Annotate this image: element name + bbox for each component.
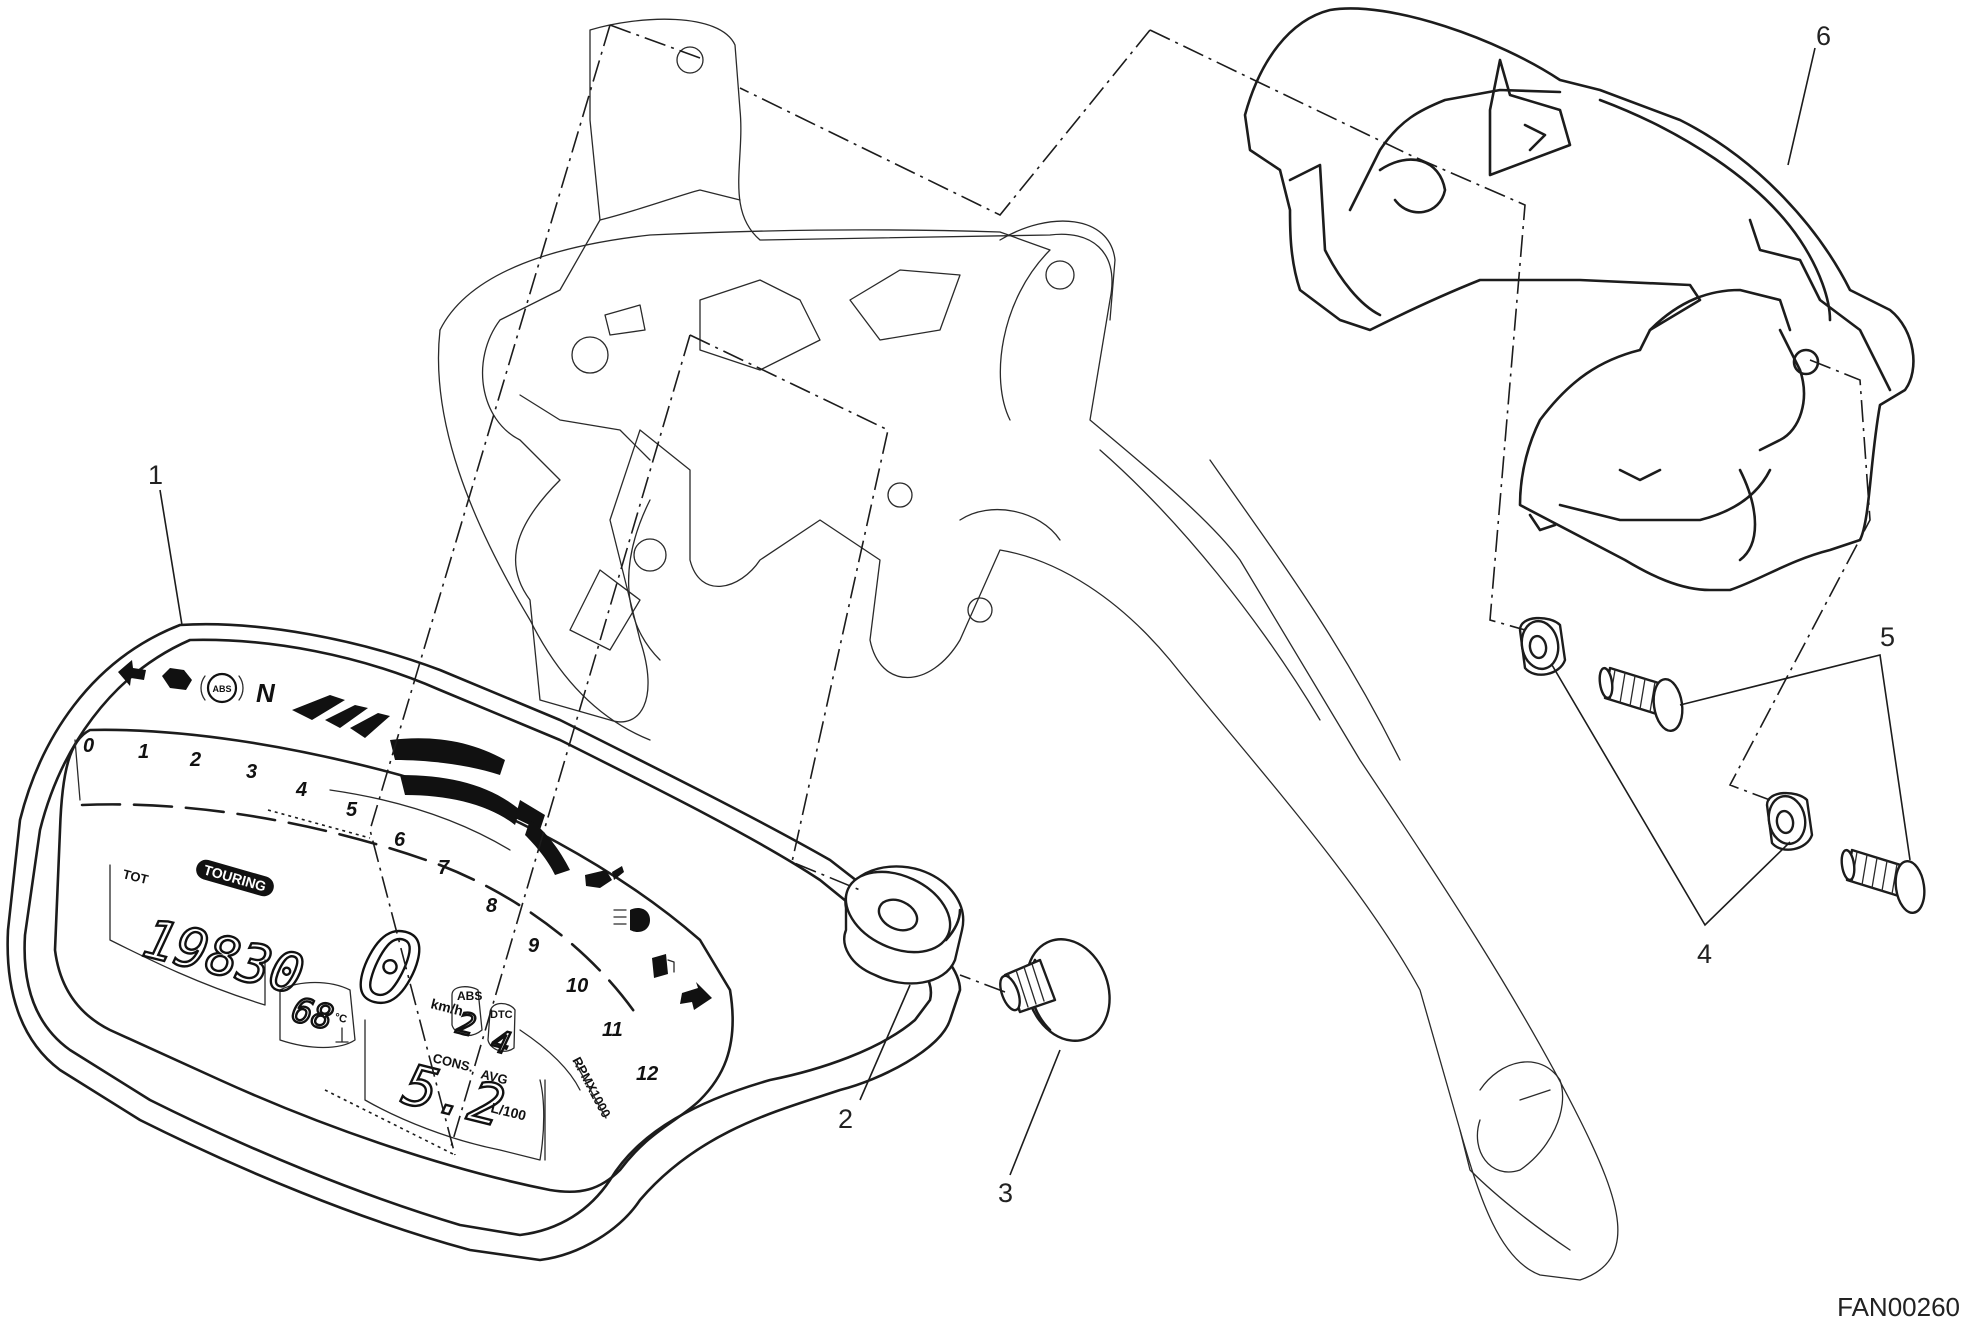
dtc-level-label: DTC <box>490 1009 513 1021</box>
engine-warning-icon <box>162 668 192 690</box>
tach-label-1: 1 <box>138 741 149 763</box>
callout-6: 6 <box>1816 21 1831 51</box>
tach-label-2: 2 <box>189 749 201 771</box>
figure-id: FAN00260 <box>1837 1292 1960 1322</box>
temperature-value: 68 <box>288 990 337 1039</box>
dtc-level-value: 4 <box>488 1024 514 1062</box>
consumption-readout: 5.2 CONS. AVG L/100 <box>395 1050 528 1141</box>
rubber-grommet <box>843 865 965 985</box>
riding-mode-label: TOURING <box>202 861 268 894</box>
instrument-cover <box>1243 7 1915 592</box>
assembly-axes <box>267 24 1871 1156</box>
abs-lamp-label: ABS <box>212 684 231 694</box>
callout-3: 3 <box>998 1178 1013 1208</box>
tach-label-9: 9 <box>528 935 540 957</box>
temperature-unit: °C <box>333 1011 348 1026</box>
callout-5: 5 <box>1880 622 1895 652</box>
average-label: AVG <box>479 1066 509 1087</box>
turn-left-icon <box>118 660 146 686</box>
neutral-indicator: N <box>256 678 276 708</box>
tach-label-0: 0 <box>83 735 94 757</box>
temperature-readout: 68 °C <box>287 989 349 1043</box>
callout-leaders <box>159 47 1911 1176</box>
tach-label-12: 12 <box>636 1063 658 1085</box>
spacer-lower <box>1765 791 1814 851</box>
callout-labels: 1 2 3 4 5 6 <box>148 21 1895 1208</box>
callout-1: 1 <box>148 460 163 490</box>
tach-label-7: 7 <box>438 857 450 879</box>
speed-unit: km/h <box>429 995 465 1018</box>
callout-4: 4 <box>1697 939 1712 969</box>
spacer-upper <box>1518 616 1567 676</box>
tach-label-10: 10 <box>566 975 588 997</box>
high-beam-icon <box>613 908 650 932</box>
dashboard-unit: ABS N 0 1 2 3 4 5 6 7 8 9 10 11 12 RPMX1… <box>6 622 962 1262</box>
riding-mode-badge: TOURING <box>196 859 274 897</box>
callout-2: 2 <box>838 1104 853 1134</box>
screw-lower <box>1840 848 1926 915</box>
tach-scale: 0 1 2 3 4 5 6 7 8 9 10 11 12 <box>83 735 658 1085</box>
tach-label-5: 5 <box>346 799 358 821</box>
screw-upper <box>1598 666 1684 733</box>
tach-label-6: 6 <box>394 829 406 851</box>
oil-pressure-icon <box>585 866 624 888</box>
fuel-reserve-icon <box>652 954 675 978</box>
tach-label-4: 4 <box>295 779 307 801</box>
abs-warning-icon: ABS <box>200 672 244 704</box>
dtc-level-readout: DTC 4 <box>487 1002 516 1063</box>
tach-label-11: 11 <box>602 1019 623 1041</box>
instrument-bracket <box>437 18 1619 1281</box>
shoulder-screw <box>999 938 1111 1042</box>
speed-value: 0 <box>346 905 433 1033</box>
tach-label-3: 3 <box>246 761 257 783</box>
turn-right-icon <box>680 982 712 1010</box>
tach-label-8: 8 <box>486 895 498 917</box>
odometer-label: TOT <box>121 866 150 887</box>
odometer-value: 19830 <box>137 906 310 1006</box>
abs-level-label: ABS <box>457 989 482 1003</box>
